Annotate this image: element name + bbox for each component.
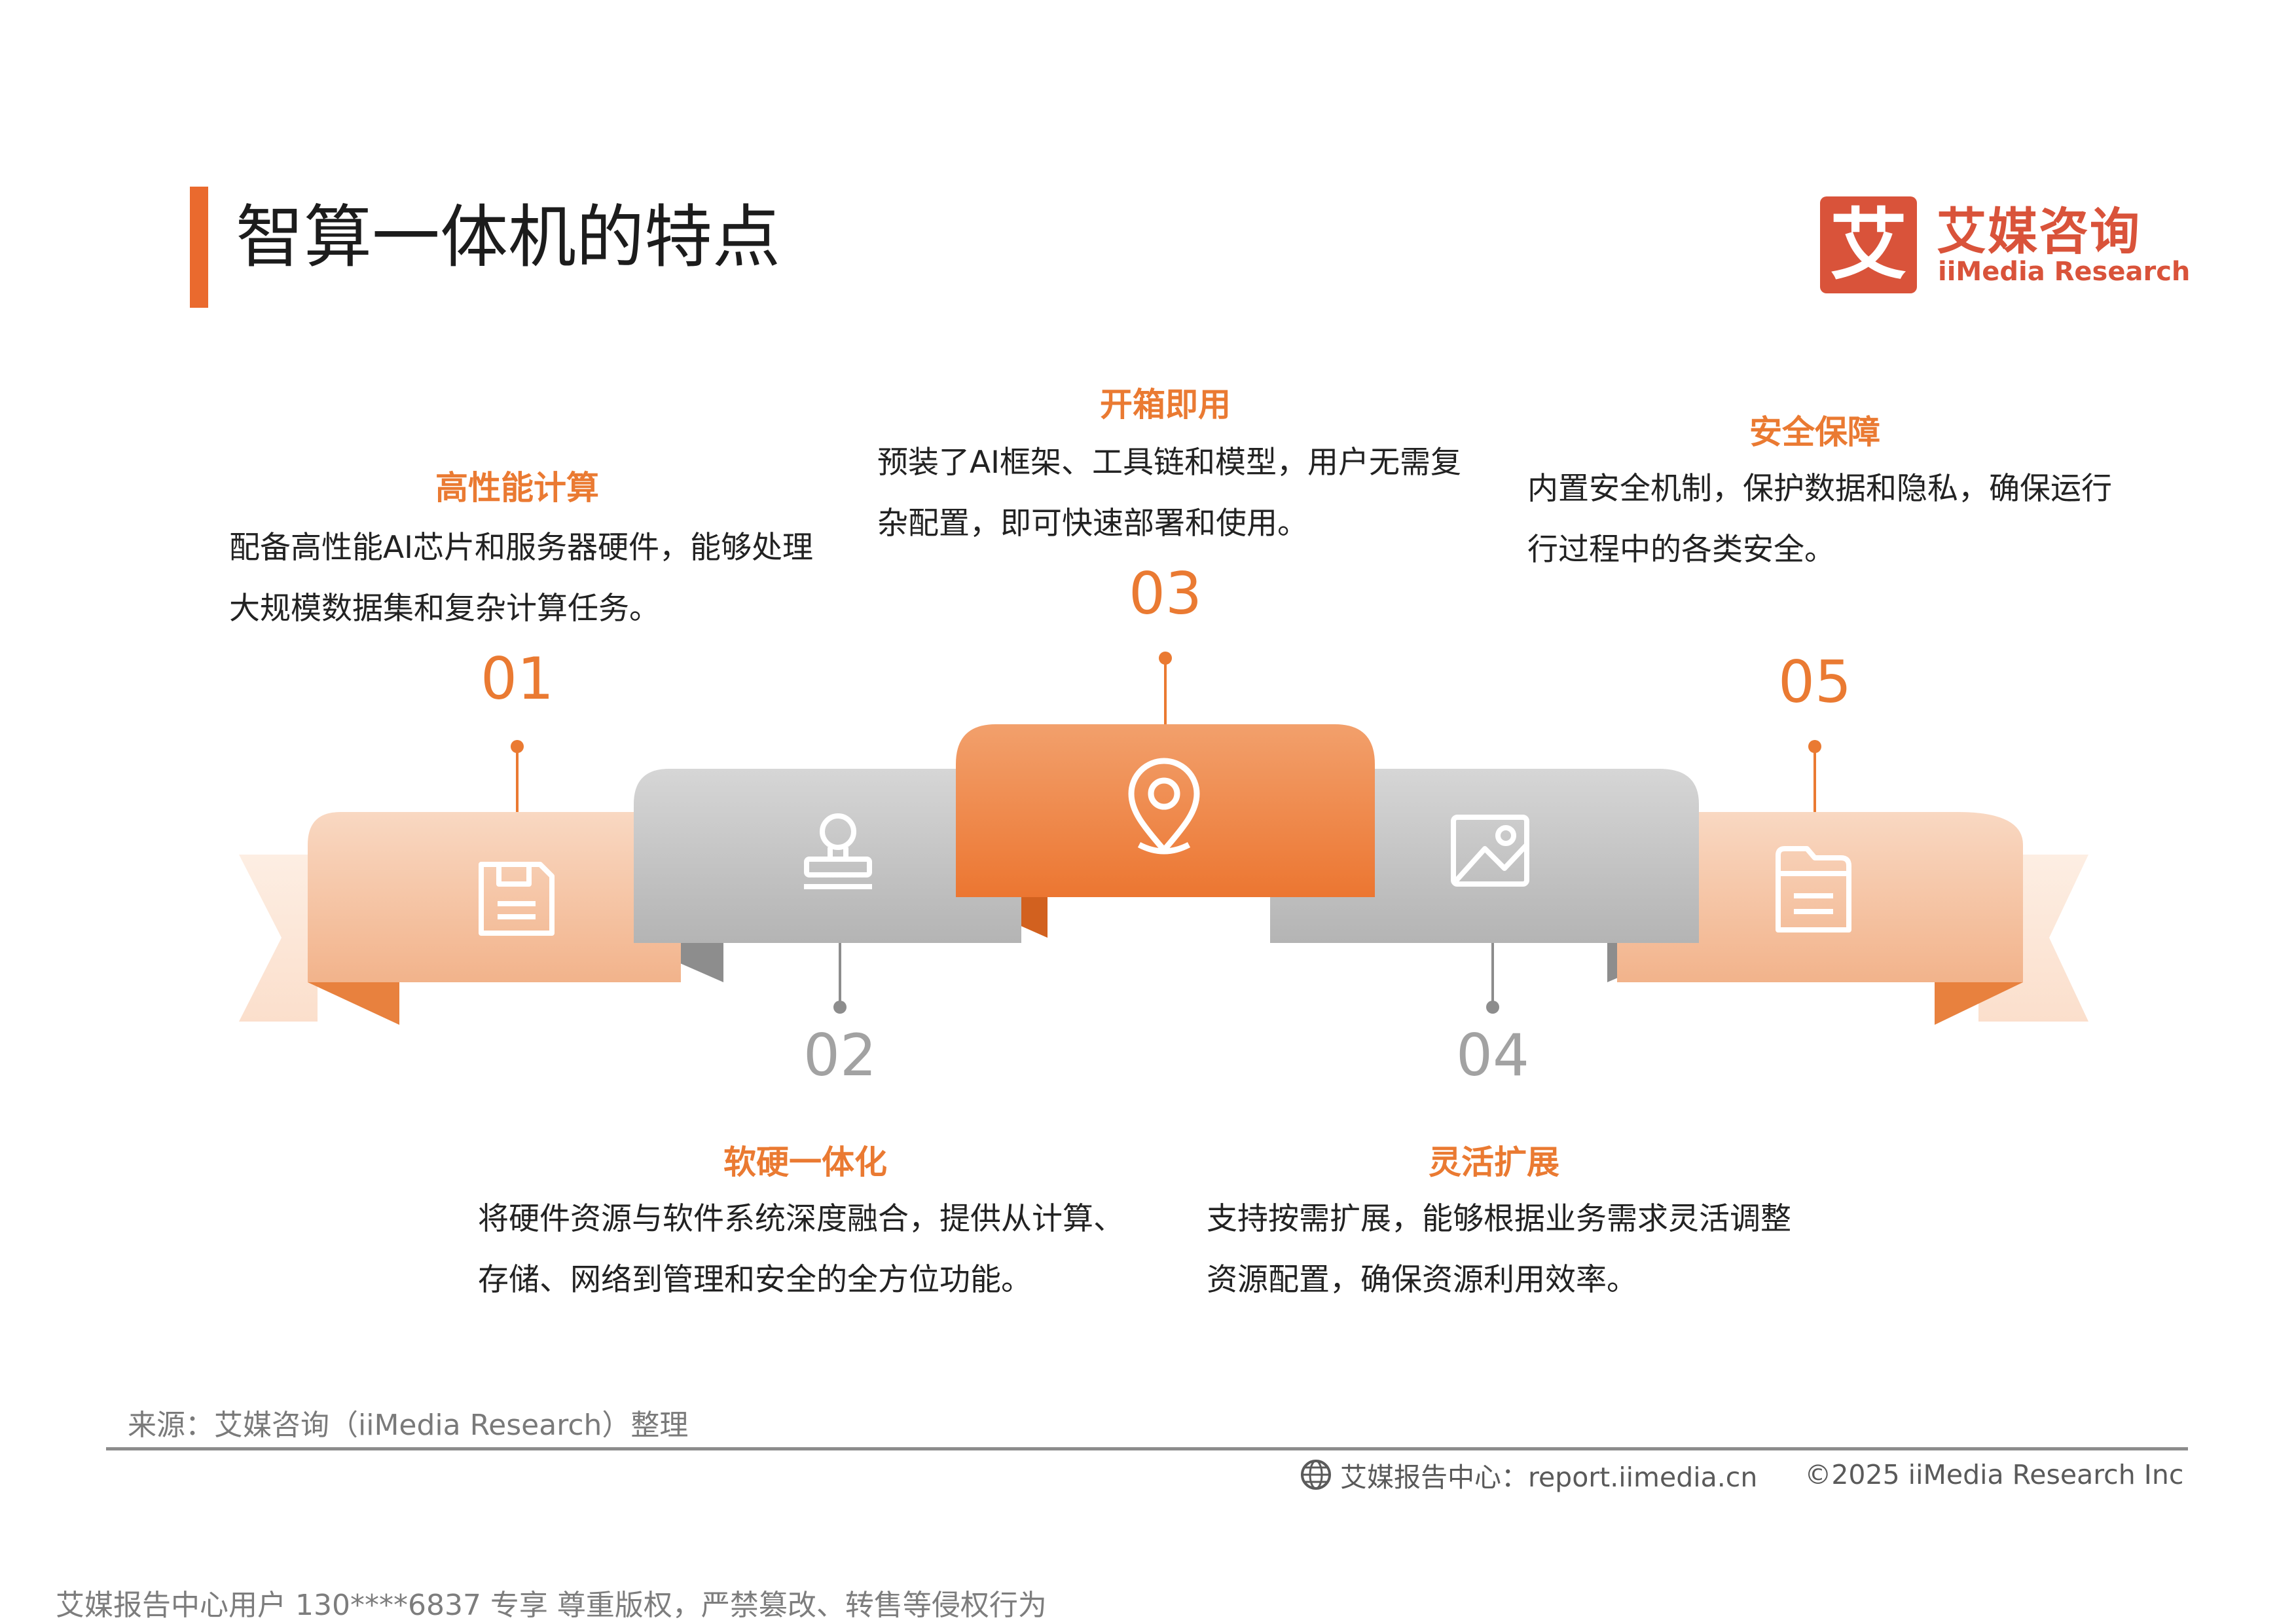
floppy-disk-icon [479,862,555,936]
feature-title-01: 高性能计算 [435,469,599,507]
source-note: 来源：艾媒咨询（iiMedia Research）整理 [128,1409,689,1442]
copyright: ©2025 iiMedia Research Inc [1804,1459,2184,1490]
feature-desc-04: 支持按需扩展，能够根据业务需求灵活调整资源配置，确保资源利用效率。 [1207,1201,1791,1298]
connector-dot-05 [1808,740,1821,753]
page-title: 智算一体机的特点 [236,197,781,277]
connector-dot-03 [1159,652,1172,665]
image-icon [1451,815,1529,887]
report-center-link[interactable]: 艾媒报告中心：report.iimedia.cn [1340,1462,1758,1493]
feature-number-04: 04 [1456,1022,1529,1089]
title-accent-bar [190,187,208,308]
feature-number-01: 01 [481,645,554,712]
folder-icon [1776,846,1851,932]
logo-mark-char: 艾 [1829,200,1907,290]
watermark-note: 艾媒报告中心用户 130****6837 专享 尊重版权，严禁篡改、转售等侵权行… [56,1589,1047,1622]
location-pin-icon [1128,758,1200,855]
footer-info: 艾媒报告中心：report.iimedia.cn ©2025 iiMedia R… [1300,1455,2183,1494]
feature-number-02: 02 [803,1022,877,1089]
footer-divider [106,1447,2188,1450]
feature-desc-01: 配备高性能AI芯片和服务器硬件，能够处理大规模数据集和复杂计算任务。 [229,530,814,627]
ribbon-fold-1 [308,982,399,1025]
feature-desc-03: 预装了AI框架、工具链和模型，用户无需复杂配置，即可快速部署和使用。 [877,445,1462,542]
logo-mark: 艾 [1820,196,1917,293]
feature-title-02: 软硬一体化 [723,1143,887,1181]
iimedia-logo: 艾 艾媒咨询 iiMedia Research [1820,196,2190,295]
ribbon-segment-4 [1270,769,1699,943]
ribbon-segment-1 [308,812,681,982]
feature-number-03: 03 [1129,560,1202,627]
ribbon-tail-left [239,855,318,1022]
connector-dot-04 [1486,1001,1499,1014]
feature-title-05: 安全保障 [1749,413,1880,451]
logo-name-en: iiMedia Research [1938,257,2191,287]
ribbon-fold-5 [1935,982,2023,1025]
globe-icon [1301,1460,1331,1490]
feature-number-05: 05 [1778,648,1851,716]
feature-title-04: 灵活扩展 [1429,1143,1559,1181]
feature-desc-05: 内置安全机制，保护数据和隐私，确保运行行过程中的各类安全。 [1527,471,2112,568]
feature-desc-02: 将硬件资源与软件系统深度融合，提供从计算、存储、网络到管理和安全的全方位功能。 [478,1201,1124,1298]
connector-dot-02 [833,1001,847,1014]
stamp-icon [804,813,872,889]
logo-name-cn: 艾媒咨询 [1937,202,2141,261]
connector-dot-01 [511,740,524,753]
ribbon-segment-3 [956,724,1375,897]
feature-title-03: 开箱即用 [1100,386,1231,424]
